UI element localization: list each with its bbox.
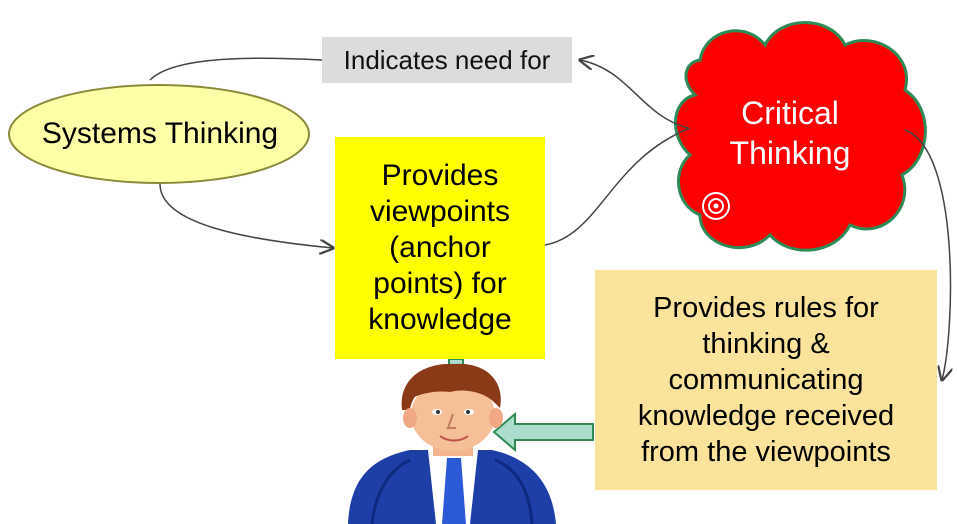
connector-cloud-to-rules	[904, 129, 951, 380]
critical-thinking-cloud	[674, 21, 927, 252]
connector-indicates-to-systems	[149, 57, 323, 81]
indicates-need-for-label: Indicates need for	[322, 37, 572, 83]
connector-viewpoints-to-cloud	[544, 127, 691, 246]
cloud-spiral-icon	[702, 192, 730, 220]
connector-systems-to-viewpoints	[159, 183, 333, 248]
connector-cloud-to-indicates	[580, 60, 689, 129]
cloud-spiral-dot	[713, 203, 719, 209]
rules-box: Provides rules for thinking & communicat…	[595, 270, 937, 490]
critical-thinking-label: Critical Thinking	[729, 95, 851, 171]
systems-thinking-label: Systems Thinking	[41, 117, 279, 150]
systems-thinking-ellipse	[8, 84, 310, 184]
person-icon	[348, 363, 556, 524]
left-arrow-icon	[492, 411, 594, 453]
viewpoints-box: Provides viewpoints (anchor points) for …	[335, 137, 545, 359]
cloud-spiral-inner	[708, 198, 724, 214]
